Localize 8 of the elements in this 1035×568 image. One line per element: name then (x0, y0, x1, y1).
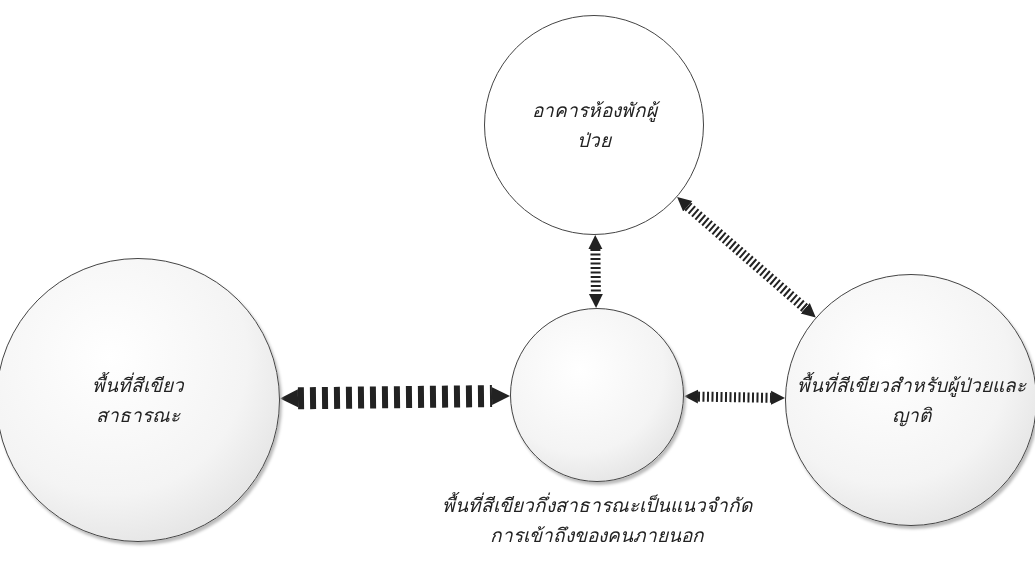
circle-label: พื้นที่สีเขียวสาธารณะ (91, 371, 185, 428)
double-arrow (684, 389, 785, 405)
double-arrow (677, 197, 816, 318)
circle-label: พื้นที่สีเขียวสำหรับผู้ป่วยและญาติ (796, 371, 1026, 429)
double-arrow (280, 385, 510, 410)
double-arrow (588, 235, 603, 308)
node-label: พื้นที่สีเขียวกึ่งสาธารณะเป็นแนวจำกัดการเข้าถึงของคนภายนอก (441, 491, 754, 549)
circle-label: อาคารห้องพักผู้ป่วย (524, 94, 664, 156)
